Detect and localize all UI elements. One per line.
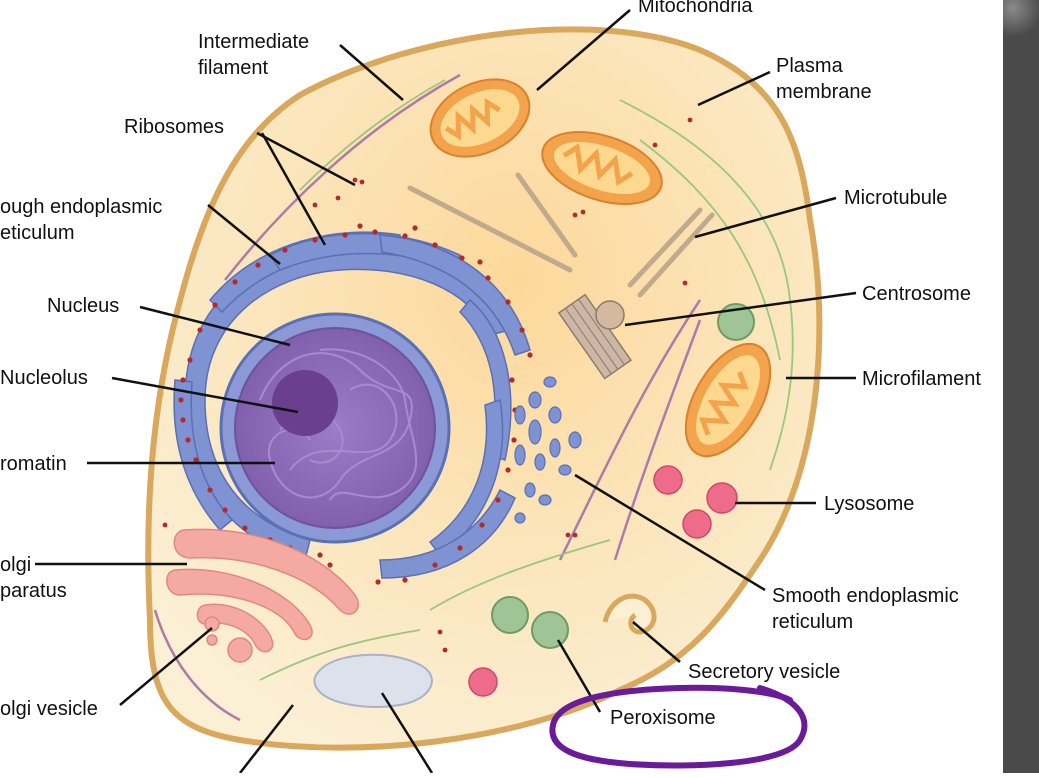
label-peroxisome: Peroxisome (610, 707, 716, 729)
label-intermediate-filament-2: filament (198, 57, 269, 79)
label-golgi-2: paratus (0, 580, 67, 602)
vacuole-shape (313, 653, 433, 708)
label-microfilament: Microfilament (862, 368, 981, 390)
label-ribosomes: Ribosomes (124, 116, 225, 138)
right-edge-bar (1003, 0, 1039, 773)
label-plasma-membrane-2: membrane (776, 81, 872, 103)
label-centrosome: Centrosome (862, 283, 971, 305)
label-rough-er-1: ough endoplasmic (0, 196, 163, 218)
microfilaments (259, 79, 794, 681)
microtubules (407, 172, 715, 298)
mitochondria-shapes (429, 78, 772, 458)
lysosome-shapes (468, 465, 738, 697)
rough-er-shape (173, 231, 531, 579)
label-nucleolus: Nucleolus (0, 367, 88, 389)
label-rough-er-2: eticulum (0, 222, 75, 244)
intermediate-filaments (153, 73, 702, 722)
centrosome-shape (557, 293, 633, 380)
label-lysosome: Lysosome (824, 493, 915, 515)
label-plasma-membrane-1: Plasma (776, 55, 843, 77)
label-smooth-er-2: reticulum (772, 611, 854, 633)
handdrawn-highlight-circle (549, 684, 808, 769)
smooth-er-shapes (514, 376, 582, 524)
label-chromatin: romatin (0, 453, 67, 475)
label-mitochondria: Mitochondria (638, 0, 753, 17)
label-secretory-vesicle: Secretory vesicle (688, 661, 841, 683)
label-intermediate-filament-1: Intermediate (198, 31, 310, 53)
golgi-shapes (166, 528, 360, 663)
secretory-vesicle-shape (602, 593, 657, 635)
leader-lines (35, 9, 857, 774)
label-golgi-vesicle: olgi vesicle (0, 698, 98, 720)
label-smooth-er-1: Smooth endoplasmic (772, 585, 959, 607)
label-golgi-1: olgi (0, 554, 32, 576)
right-edge-bar-corner (1003, 0, 1039, 40)
peroxisome-shapes (491, 303, 755, 649)
label-nucleus: Nucleus (47, 295, 120, 317)
nucleus-shape (219, 312, 451, 544)
label-microtubule: Microtubule (844, 187, 948, 209)
